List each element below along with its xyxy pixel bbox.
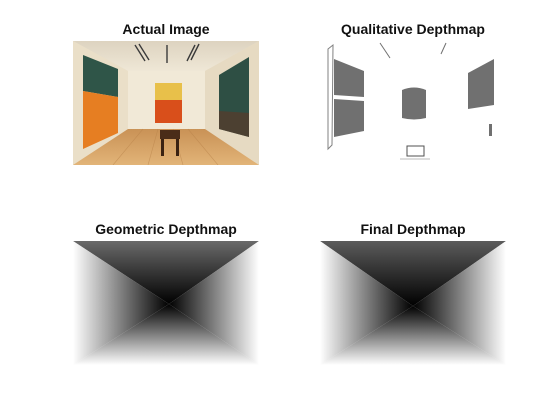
bench-segment xyxy=(406,145,425,157)
left-wall-depth-region xyxy=(73,241,169,365)
final-depthmap-axes xyxy=(320,241,506,365)
bench-top xyxy=(160,130,180,139)
qualitative-depthmap-axes xyxy=(320,41,506,165)
center-painting-top xyxy=(155,83,182,100)
left-painting-bottom xyxy=(83,91,118,149)
geometric-depthmap-image xyxy=(73,241,259,365)
left-wall-depth-region xyxy=(320,241,413,365)
floor-depth-region xyxy=(320,306,506,365)
ceiling-lights xyxy=(134,43,200,63)
room-photo-image xyxy=(73,41,259,165)
right-painting-segment xyxy=(468,59,494,109)
right-wall-depth-region xyxy=(169,241,259,365)
left-painting-segment-top xyxy=(334,59,364,97)
actual-image-axes xyxy=(73,41,259,165)
ceiling-depth-region xyxy=(73,241,259,304)
floor-depth-region xyxy=(73,304,259,365)
panel-title-geometric-depthmap: Geometric Depthmap xyxy=(95,221,237,237)
final-depthmap-image xyxy=(320,241,506,365)
right-painting-lower xyxy=(219,111,249,137)
geometric-depthmap-axes xyxy=(73,241,259,365)
ceiling xyxy=(73,41,259,71)
panel-title-final-depthmap: Final Depthmap xyxy=(360,221,466,237)
center-painting-segment xyxy=(402,87,426,120)
right-wall-depth-region xyxy=(413,241,506,365)
center-painting-bottom xyxy=(155,100,182,123)
panel-title-actual-image: Actual Image xyxy=(122,21,210,37)
panel-title-qualitative-depthmap: Qualitative Depthmap xyxy=(341,21,485,37)
ceiling-line-segments xyxy=(379,42,447,59)
floor xyxy=(73,129,259,165)
left-painting-top xyxy=(83,55,118,97)
ceiling-depth-region xyxy=(320,241,506,306)
left-painting-segment-bottom xyxy=(334,99,364,137)
segmentation-map-image xyxy=(320,41,506,165)
